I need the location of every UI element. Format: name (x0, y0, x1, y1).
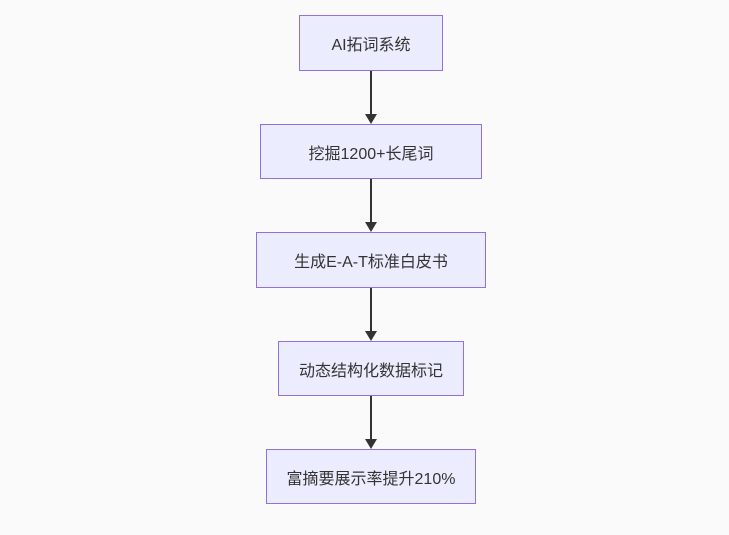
arrowhead-icon (365, 222, 377, 232)
arrow-line (370, 396, 372, 440)
arrow-line (370, 71, 372, 115)
flow-arrow (365, 179, 377, 232)
flowchart-node-eat-whitepaper: 生成E-A-T标准白皮书 (256, 232, 486, 288)
arrow-line (370, 288, 372, 332)
arrow-line (370, 179, 372, 223)
flow-arrow (365, 71, 377, 124)
node-label: AI拓词系统 (331, 37, 411, 54)
flow-arrow (365, 396, 377, 449)
flowchart-node-structured-data: 动态结构化数据标记 (277, 341, 464, 396)
node-label: 富摘要展示率提升210% (286, 470, 456, 488)
flow-arrow (365, 288, 377, 341)
arrowhead-icon (365, 439, 377, 449)
node-label: 生成E-A-T标准白皮书 (294, 254, 448, 271)
arrowhead-icon (365, 331, 377, 341)
node-label: 挖掘1200+长尾词 (308, 145, 434, 163)
flowchart-node-rich-snippet-rate: 富摘要展示率提升210% (265, 449, 477, 504)
flowchart-node-longtail-keywords: 挖掘1200+长尾词 (260, 124, 482, 179)
arrowhead-icon (365, 114, 377, 124)
flowchart: AI拓词系统 挖掘1200+长尾词 生成E-A-T标准白皮书 动态结构化数据标记… (256, 15, 486, 504)
node-label: 动态结构化数据标记 (298, 362, 443, 380)
flowchart-node-ai-system: AI拓词系统 (299, 15, 443, 71)
